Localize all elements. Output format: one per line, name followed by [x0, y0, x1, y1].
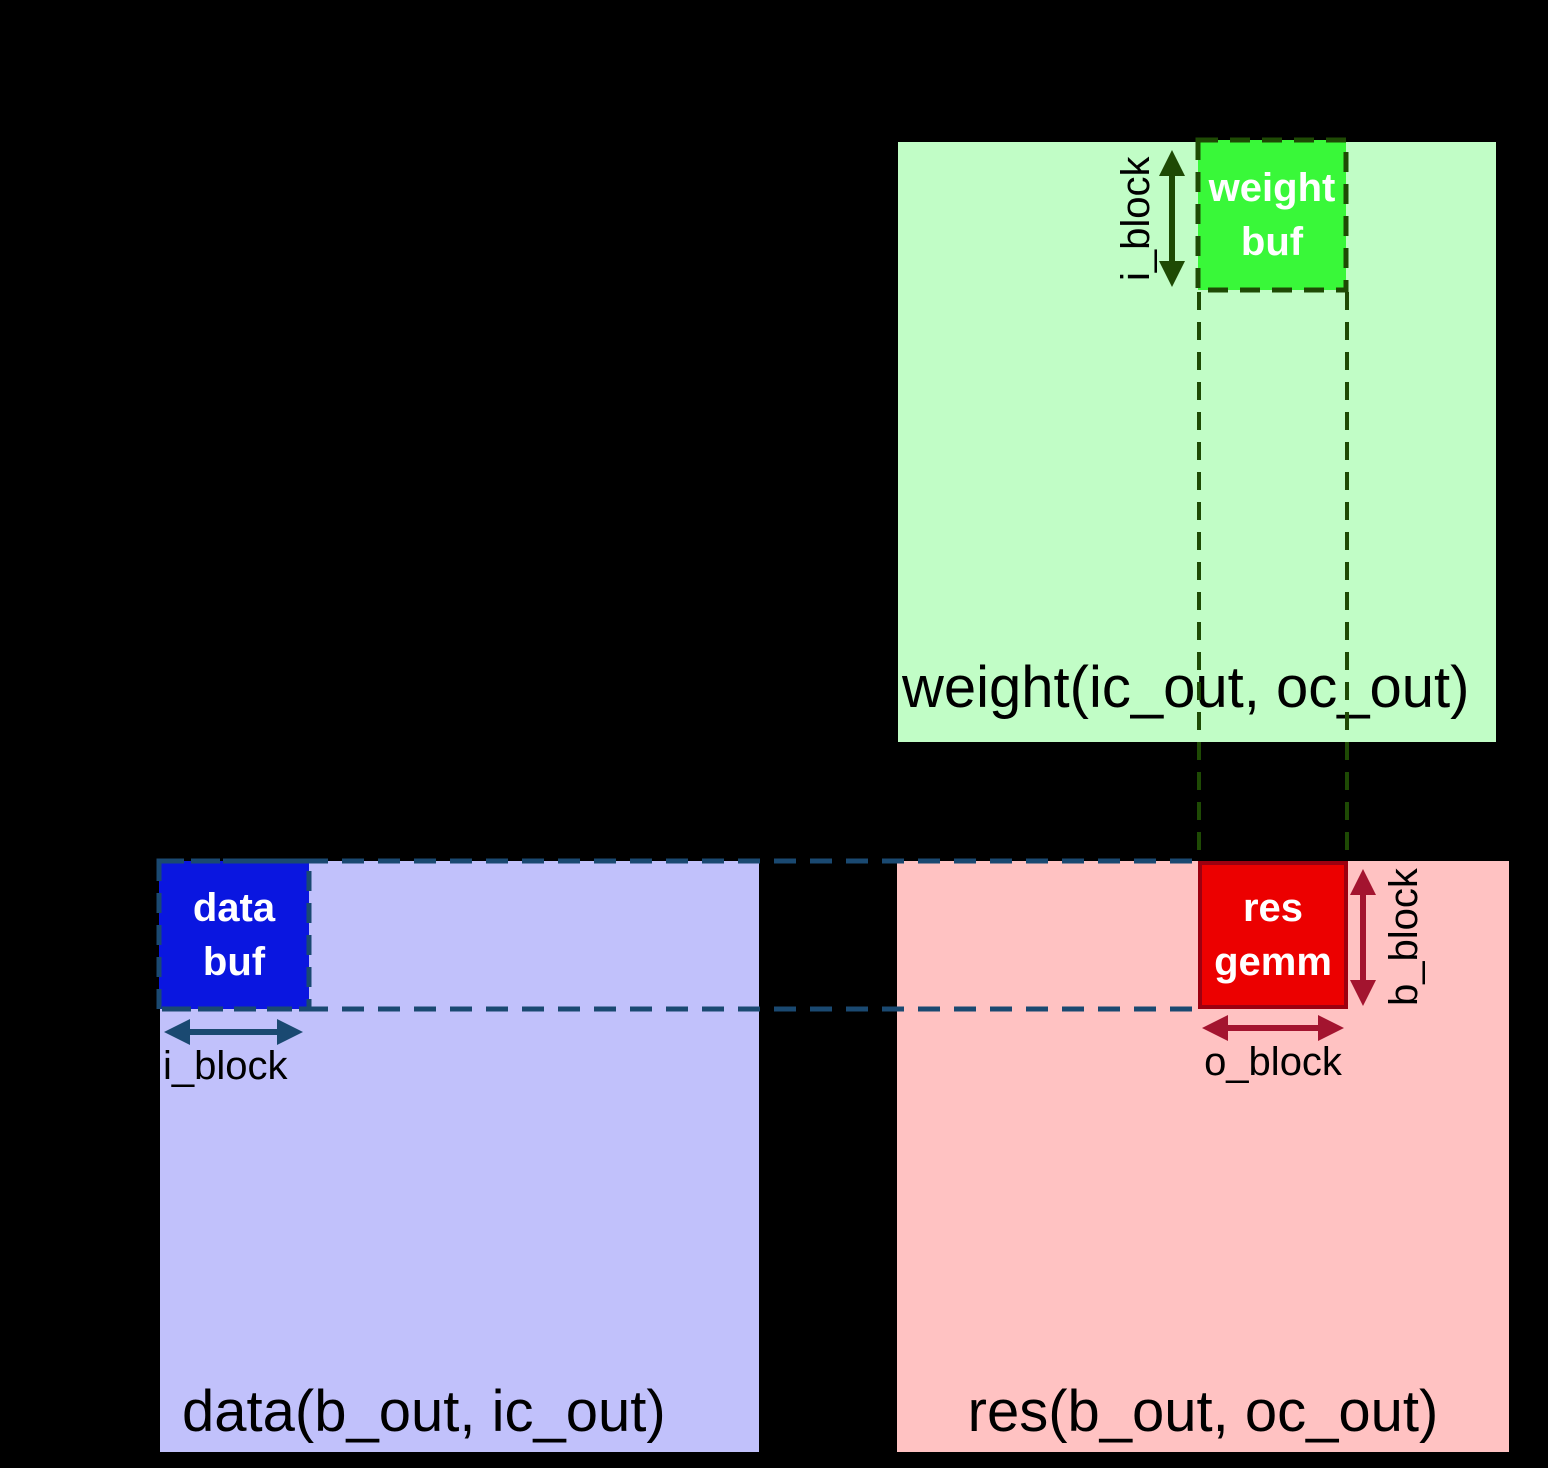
weight-i-block-label: i_block — [1114, 156, 1158, 282]
res-gemm-block: res gemm — [1198, 861, 1348, 1009]
res-gemm-label: res gemm — [1214, 886, 1332, 984]
res-matrix-label: res(b_out, oc_out) — [967, 1379, 1439, 1445]
weight-matrix: weight(ic_out, oc_out) — [898, 142, 1496, 742]
data-buf-label: data buf — [192, 886, 276, 984]
data-i-block-label: i_block — [163, 1044, 288, 1088]
data-buf-block: data buf — [159, 861, 309, 1009]
res-b-block-label: b_block — [1382, 868, 1426, 1006]
res-o-block-label: o_block — [1204, 1040, 1342, 1084]
weight-matrix-label: weight(ic_out, oc_out) — [902, 655, 1470, 721]
data-matrix-label: data(b_out, ic_out) — [182, 1379, 666, 1445]
weight-buf-label: weight buf — [1208, 166, 1336, 264]
weight-buf-block: weight buf — [1198, 140, 1346, 290]
res-matrix: res(b_out, oc_out) — [897, 861, 1509, 1452]
